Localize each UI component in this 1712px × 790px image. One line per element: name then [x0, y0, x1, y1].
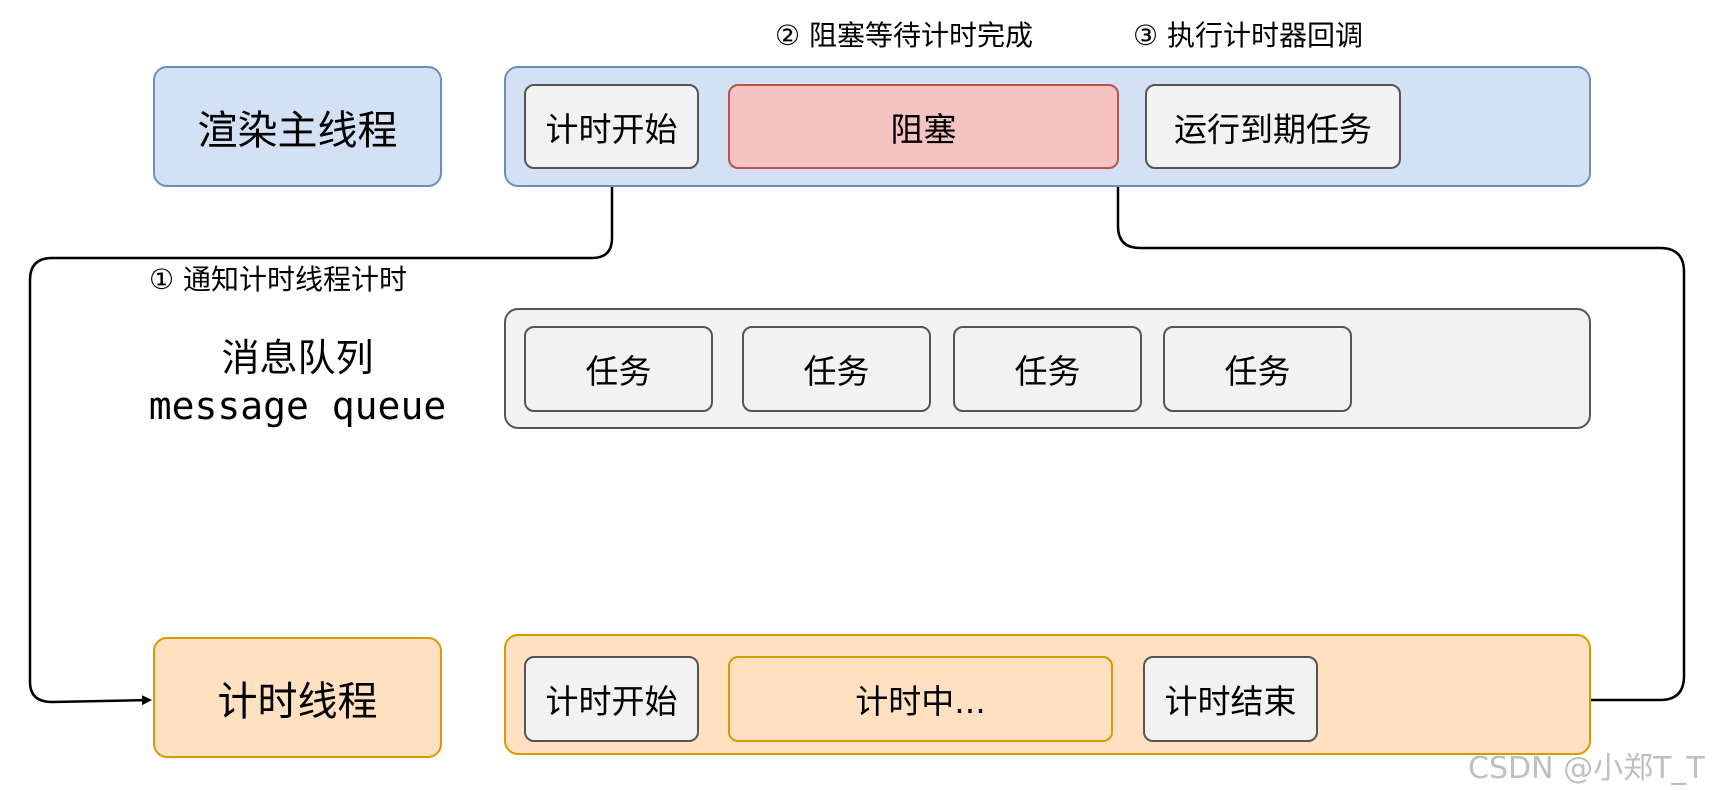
- message-queue-label: 消息队列 message queue: [130, 334, 465, 430]
- main-thread-timer-start: 计时开始: [524, 84, 699, 169]
- queue-task-2-text: 任务: [803, 352, 870, 391]
- timer-thread-timing-text: 计时中...: [855, 682, 986, 721]
- timer-thread-timer-end-text: 计时结束: [1164, 682, 1297, 721]
- annotation-step1: ① 通知计时线程计时: [149, 263, 408, 296]
- queue-task-1-text: 任务: [585, 352, 652, 391]
- main-thread-blocking-text: 阻塞: [890, 109, 957, 149]
- main-thread-run-expired-task-text: 运行到期任务: [1174, 109, 1372, 149]
- timer-thread-timer-end: 计时结束: [1143, 656, 1318, 742]
- main-thread-timer-start-text: 计时开始: [545, 109, 678, 149]
- connector-notify-timer: [28, 168, 614, 706]
- annotation-step2: ② 阻塞等待计时完成: [775, 19, 1034, 52]
- queue-task-1: 任务: [524, 326, 713, 412]
- annotation-step3: ③ 执行计时器回调: [1133, 19, 1364, 52]
- main-thread-label-text: 渲染主线程: [197, 107, 398, 154]
- queue-task-4: 任务: [1163, 326, 1352, 412]
- queue-task-4-text: 任务: [1224, 352, 1291, 391]
- timer-thread-timer-start: 计时开始: [524, 656, 699, 742]
- main-thread-run-expired-task: 运行到期任务: [1145, 84, 1401, 169]
- timer-thread-timer-start-text: 计时开始: [545, 682, 678, 721]
- timer-thread-label-text: 计时线程: [217, 678, 378, 725]
- queue-task-3: 任务: [953, 326, 1142, 412]
- message-queue-label-zh: 消息队列: [221, 336, 374, 380]
- timer-thread-label: 计时线程: [153, 637, 442, 758]
- connector-timer-callback: [1113, 176, 1686, 702]
- main-thread-blocking: 阻塞: [728, 84, 1119, 169]
- queue-task-2: 任务: [742, 326, 931, 412]
- watermark: CSDN @小郑T_T: [1468, 751, 1705, 786]
- queue-task-3-text: 任务: [1014, 352, 1081, 391]
- main-thread-label: 渲染主线程: [153, 66, 442, 187]
- timer-thread-timing: 计时中...: [728, 656, 1113, 742]
- message-queue-label-en: message queue: [148, 384, 447, 428]
